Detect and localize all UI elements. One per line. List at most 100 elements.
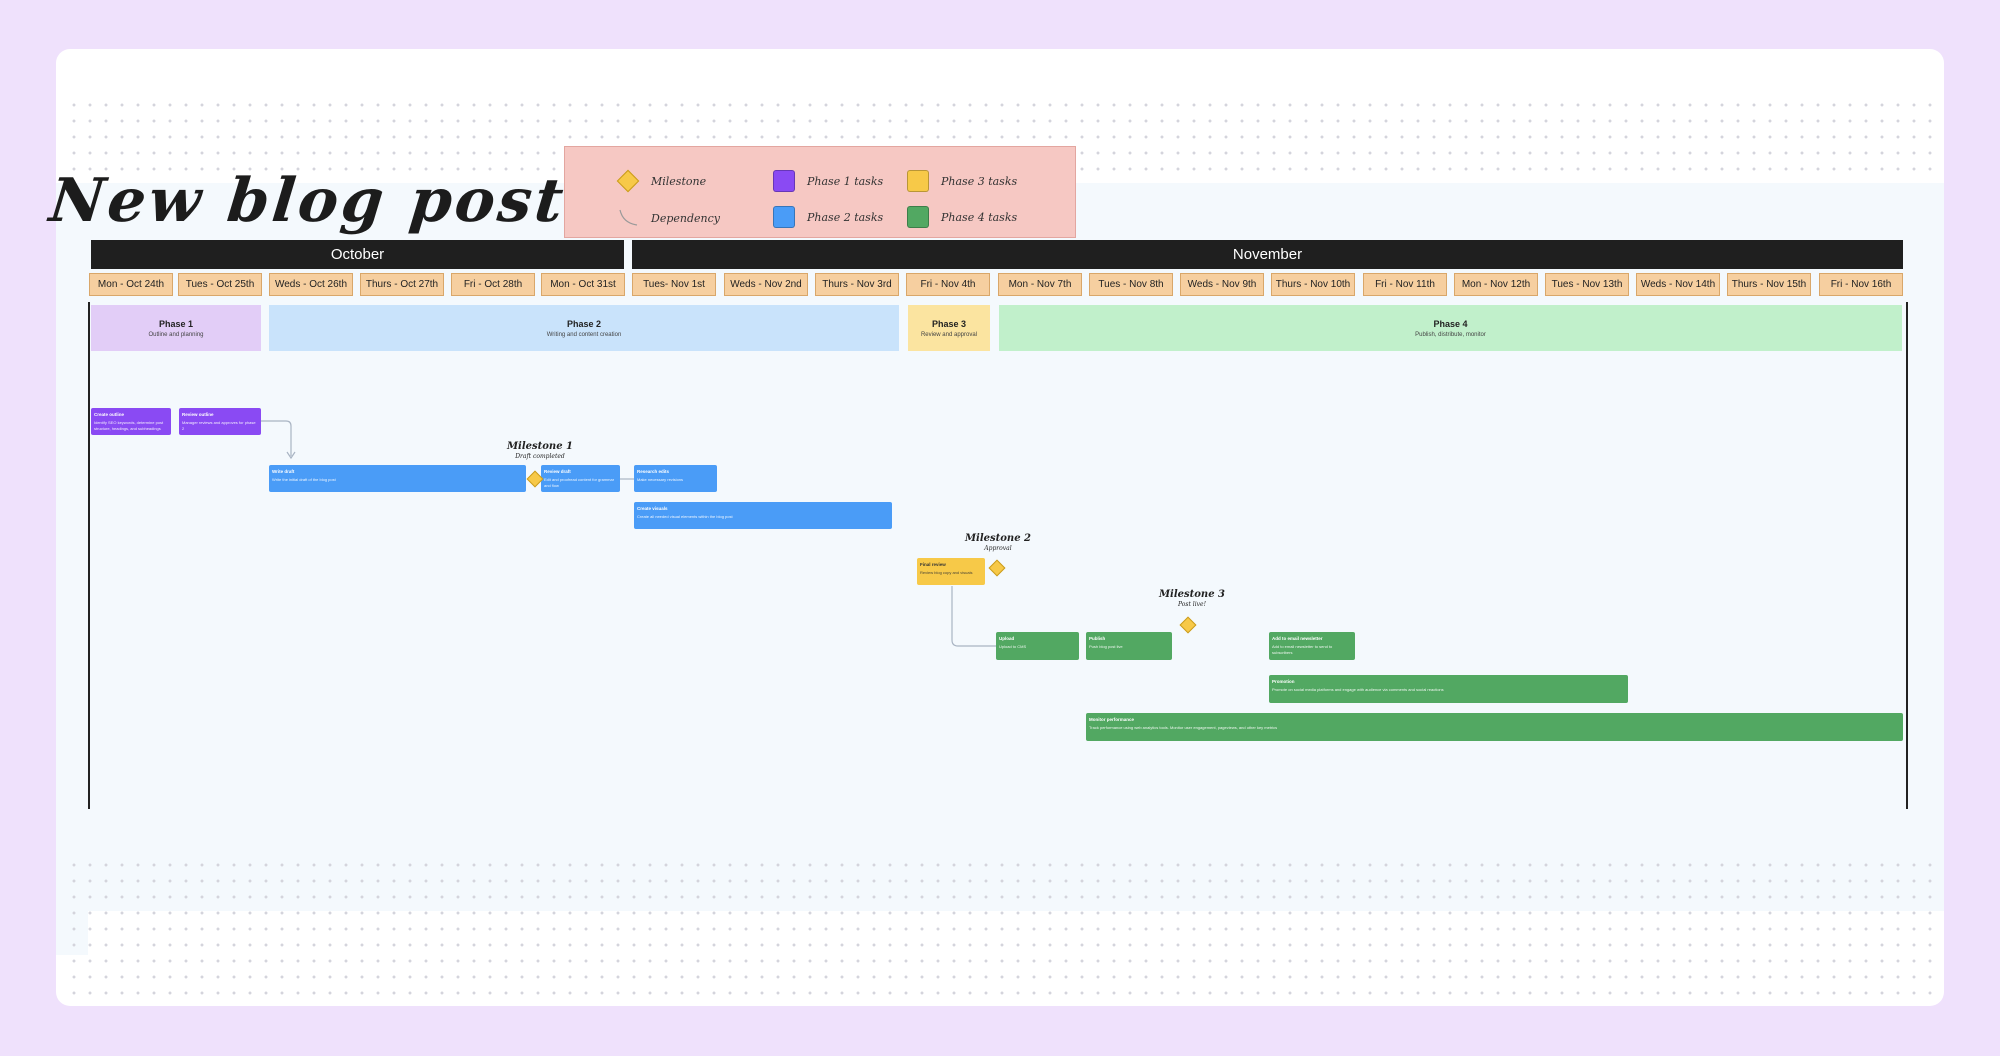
task-name: Review outline (182, 412, 214, 417)
dependency-arrow-icon (617, 207, 639, 229)
day-header[interactable]: Mon - Oct 24th (89, 273, 173, 296)
legend-item-phase2: Phase 2 tasks (773, 206, 883, 228)
task-description: Push blog post live (1089, 644, 1123, 650)
task-promotion[interactable]: Promotion Promote on social media platfo… (1269, 675, 1628, 703)
timeline-right-border (1906, 302, 1908, 809)
task-description: Create all needed visual elements within… (637, 514, 733, 520)
legend-item-phase1: Phase 1 tasks (773, 170, 883, 192)
task-create-outline[interactable]: Create outline Identify SEO keywords, de… (91, 408, 171, 435)
day-header[interactable]: Fri - Nov 11th (1363, 273, 1447, 296)
phase-band-2[interactable]: Phase 2 Writing and content creation (269, 305, 899, 351)
milestone-description: Approval (984, 545, 1012, 552)
phase3-swatch-icon (907, 170, 929, 192)
day-header[interactable]: Weds - Nov 9th (1180, 273, 1264, 296)
milestone-2-label[interactable]: Milestone 2 Approval (958, 533, 1038, 552)
timeline-left-border (88, 302, 90, 809)
day-header[interactable]: Thurs - Nov 3rd (815, 273, 899, 296)
dot-grid-bottom (66, 857, 1934, 1002)
day-header[interactable]: Weds - Oct 26th (269, 273, 353, 296)
legend-label: Phase 2 tasks (807, 210, 884, 224)
legend-item-milestone: Milestone (616, 169, 707, 193)
milestone-name: Milestone 2 (964, 533, 1032, 544)
phase-description: Review and approval (920, 331, 978, 338)
task-description: Identify SEO keywords, determine post st… (94, 420, 164, 431)
day-header[interactable]: Tues- Nov 1st (632, 273, 716, 296)
task-name: Research edits (637, 469, 670, 474)
day-header[interactable]: Tues - Nov 8th (1089, 273, 1173, 296)
milestone-description: Post live! (1178, 601, 1206, 608)
month-header-october[interactable]: October (91, 240, 624, 269)
legend-label: Dependency (651, 211, 720, 225)
milestone-name: Milestone 1 (506, 441, 574, 452)
task-name: Final review (920, 562, 946, 567)
task-name: Review draft (544, 469, 571, 474)
day-header[interactable]: Thurs - Nov 10th (1271, 273, 1355, 296)
day-header[interactable]: Mon - Nov 12th (1454, 273, 1538, 296)
phase-description: Publish, distribute, monitor (1415, 331, 1486, 338)
phase1-swatch-icon (773, 170, 795, 192)
day-header[interactable]: Tues - Nov 13th (1545, 273, 1629, 296)
milestone-name: Milestone 3 (1158, 589, 1226, 600)
task-publish[interactable]: Publish Push blog post live (1086, 632, 1172, 660)
page-title[interactable]: New blog post (46, 166, 570, 236)
phase-description: Outline and planning (148, 331, 204, 338)
day-header[interactable]: Thurs - Oct 27th (360, 273, 444, 296)
phase-description: Writing and content creation (546, 331, 622, 338)
day-header[interactable]: Weds - Nov 14th (1636, 273, 1720, 296)
day-header[interactable]: Thurs - Nov 15th (1727, 273, 1811, 296)
phase-band-4[interactable]: Phase 4 Publish, distribute, monitor (999, 305, 1902, 351)
diamond-icon (616, 169, 640, 193)
phase2-swatch-icon (773, 206, 795, 228)
task-final-review[interactable]: Final review Review blog copy and visual… (917, 558, 985, 585)
task-description: Make necessary revisions (637, 477, 684, 483)
legend-label: Phase 1 tasks (807, 174, 884, 188)
task-name: Publish (1089, 636, 1106, 641)
task-description: Write the initial draft of the blog post (272, 477, 336, 483)
phase-band-3[interactable]: Phase 3 Review and approval (908, 305, 990, 351)
task-description: Promote on social media platforms and en… (1272, 687, 1444, 693)
task-create-visuals[interactable]: Create visuals Create all needed visual … (634, 502, 892, 529)
task-name: Promotion (1272, 679, 1295, 684)
task-add-to-email-newsletter[interactable]: Add to email newsletter Add to email new… (1269, 632, 1355, 660)
task-name: Write draft (272, 469, 295, 474)
task-research-edits[interactable]: Research edits Make necessary revisions (634, 465, 717, 492)
legend-item-phase4: Phase 4 tasks (907, 206, 1017, 228)
phase-name: Phase 4 (1433, 318, 1468, 329)
phase-name: Phase 1 (158, 318, 194, 329)
task-review-draft[interactable]: Review draft Edit and proofread content … (541, 465, 620, 492)
day-header[interactable]: Tues - Oct 25th (178, 273, 262, 296)
day-header[interactable]: Mon - Nov 7th (998, 273, 1082, 296)
phase4-swatch-icon (907, 206, 929, 228)
day-header[interactable]: Mon - Oct 31st (541, 273, 625, 296)
task-description: Edit and proofread content for grammar a… (544, 477, 615, 488)
task-description: Track performance using web analytics to… (1089, 725, 1278, 731)
task-monitor-performance[interactable]: Monitor performance Track performance us… (1086, 713, 1903, 741)
task-name: Upload (999, 636, 1015, 641)
task-description: Add to email newsletter to send to subsc… (1272, 644, 1333, 655)
legend[interactable]: Milestone Dependency Phase 1 tasks Phase… (564, 146, 1076, 238)
day-header[interactable]: Fri - Nov 4th (906, 273, 990, 296)
task-name: Add to email newsletter (1272, 636, 1323, 641)
day-header[interactable]: Fri - Nov 16th (1819, 273, 1903, 296)
task-upload[interactable]: Upload Upload to CMS (996, 632, 1079, 660)
phase-band-1[interactable]: Phase 1 Outline and planning (91, 305, 261, 351)
legend-item-dependency: Dependency (617, 207, 720, 229)
task-description: Manager reviews and approves for phase 2 (182, 420, 256, 431)
timeline-canvas (56, 183, 1944, 911)
month-header-november[interactable]: November (632, 240, 1903, 269)
legend-label: Phase 4 tasks (941, 210, 1018, 224)
task-name: Create outline (94, 412, 125, 417)
milestone-3-label[interactable]: Milestone 3 Post live! (1152, 589, 1232, 608)
milestone-description: Draft completed (515, 453, 565, 460)
phase-name: Phase 3 (931, 318, 967, 329)
day-header[interactable]: Weds - Nov 2nd (724, 273, 808, 296)
task-write-draft[interactable]: Write draft Write the initial draft of t… (269, 465, 526, 492)
day-header[interactable]: Fri - Oct 28th (451, 273, 535, 296)
task-name: Monitor performance (1089, 717, 1135, 722)
task-review-outline[interactable]: Review outline Manager reviews and appro… (179, 408, 261, 435)
legend-label: Phase 3 tasks (941, 174, 1018, 188)
task-name: Create visuals (637, 506, 668, 511)
legend-label: Milestone (651, 174, 707, 188)
milestone-1-label[interactable]: Milestone 1 Draft completed (500, 441, 580, 460)
legend-item-phase3: Phase 3 tasks (907, 170, 1017, 192)
